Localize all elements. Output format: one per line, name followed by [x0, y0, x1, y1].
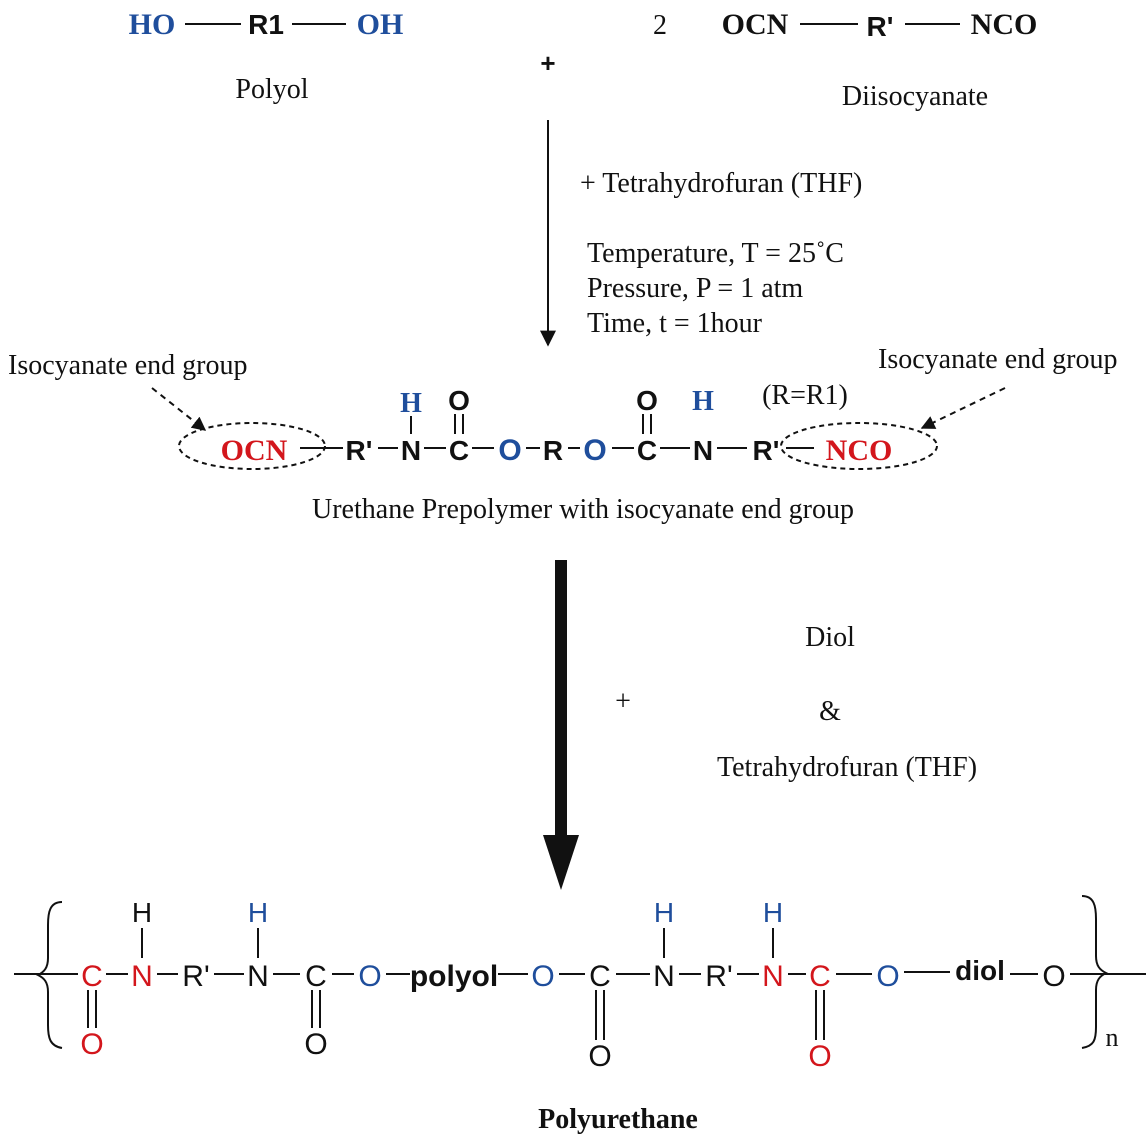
- step2-arrow-shaft: [555, 560, 567, 845]
- end-group-pointer-left: [151, 387, 207, 431]
- product-nitrogen-3: N: [653, 960, 675, 993]
- polyol-left-hydroxyl: HO: [129, 8, 176, 41]
- prepolymer-r-prime-left: R': [346, 435, 373, 466]
- diisocyanate-left-group: OCN: [722, 8, 789, 41]
- prepolymer-carbonyl-oxygen-right: O: [636, 385, 658, 416]
- step1-condition-time: Time, t = 1hour: [587, 308, 763, 339]
- step2-arrow-head: [543, 835, 579, 890]
- prepolymer-carbonyl-carbon-right: C: [637, 435, 657, 466]
- product-carbonyl-carbon-4: C: [809, 960, 831, 993]
- step1-condition-pressure: Pressure, P = 1 atm: [587, 273, 803, 304]
- product-r-prime-1: R': [182, 960, 209, 993]
- polyol-core: R1: [248, 9, 284, 40]
- step2-ampersand: &: [819, 696, 841, 727]
- diisocyanate-label: Diisocyanate: [842, 81, 988, 112]
- diisocyanate-molecule: 2 OCN R' NCO Diisocyanate: [653, 8, 1037, 112]
- product-carbonyl-carbon-1: C: [81, 960, 103, 993]
- product-hydrogen-2: H: [248, 897, 268, 928]
- product-hydrogen-1: H: [132, 897, 152, 928]
- repeat-unit-subscript: n: [1106, 1023, 1119, 1052]
- polyol-molecule: HO R1 OH Polyol: [129, 8, 404, 105]
- product-hydrogen-3: H: [654, 897, 674, 928]
- step2-thf: Tetrahydrofuran (THF): [717, 752, 977, 783]
- product-nitrogen-4: N: [762, 960, 784, 993]
- prepolymer-nitrogen-right: N: [693, 435, 713, 466]
- diisocyanate-core: R': [867, 11, 894, 42]
- reactant-plus-sign: +: [540, 48, 555, 78]
- product-carbonyl-oxygen-2: O: [304, 1028, 327, 1061]
- prepolymer-carbonyl-oxygen-left: O: [448, 385, 470, 416]
- polyurethane-repeat-unit: n C O N H R' N H C O O polyol O C O N H: [14, 895, 1146, 1073]
- prepolymer-caption: Urethane Prepolymer with isocyanate end …: [312, 494, 854, 525]
- prepolymer-carbonyl-carbon-left: C: [449, 435, 469, 466]
- step1-reagent: + Tetrahydrofuran (THF): [580, 168, 862, 199]
- product-ester-oxygen-1: O: [358, 960, 381, 993]
- product-diol-segment: diol: [955, 955, 1005, 986]
- product-ester-oxygen-2: O: [531, 960, 554, 993]
- prepolymer-r-prime-right: R': [753, 435, 780, 466]
- prepolymer-hydrogen-left: H: [400, 388, 422, 419]
- diisocyanate-right-group: NCO: [971, 8, 1038, 41]
- prepolymer-ester-oxygen-left: O: [498, 434, 521, 467]
- prepolymer-nitrogen-left: N: [401, 435, 421, 466]
- product-carbonyl-oxygen-3: O: [588, 1040, 611, 1073]
- repeat-unit-close-bracket: [1081, 895, 1109, 1049]
- prepolymer-ester-oxygen-right: O: [583, 434, 606, 467]
- end-group-label-left: Isocyanate end group: [8, 350, 247, 381]
- product-nitrogen-1: N: [131, 960, 153, 993]
- step2-plus-sign: +: [615, 686, 631, 717]
- step2-diol: Diol: [805, 622, 855, 653]
- product-carbonyl-carbon-3: C: [589, 960, 611, 993]
- end-group-highlight-right: [780, 422, 938, 470]
- product-name: Polyurethane: [538, 1104, 698, 1135]
- product-carbonyl-oxygen-1: O: [80, 1028, 103, 1061]
- end-group-highlight-left: [178, 422, 326, 470]
- product-hydrogen-4: H: [763, 897, 783, 928]
- prepolymer-hydrogen-right: H: [692, 386, 714, 417]
- prepolymer-r-center: R: [543, 435, 563, 466]
- polyol-right-hydroxyl: OH: [357, 8, 404, 41]
- prepolymer-r-definition-note: (R=R1): [762, 380, 848, 411]
- product-r-prime-2: R': [705, 960, 732, 993]
- product-polyol-segment: polyol: [410, 960, 498, 993]
- prepolymer-nco-group: NCO: [826, 434, 893, 467]
- urethane-prepolymer: Isocyanate end group Isocyanate end grou…: [8, 344, 1117, 525]
- stoichiometric-coefficient: 2: [653, 10, 667, 41]
- end-group-label-right: Isocyanate end group: [878, 344, 1117, 375]
- product-carbonyl-carbon-2: C: [305, 960, 327, 993]
- product-ether-oxygen: O: [1042, 960, 1065, 993]
- product-nitrogen-2: N: [247, 960, 269, 993]
- product-carbonyl-oxygen-4: O: [808, 1040, 831, 1073]
- product-ester-oxygen-3: O: [876, 960, 899, 993]
- end-group-pointer-right: [920, 387, 1006, 429]
- polyol-label: Polyol: [235, 74, 308, 105]
- step1-condition-temperature: Temperature, T = 25˚C: [587, 238, 844, 269]
- prepolymer-ocn-group: OCN: [221, 434, 288, 467]
